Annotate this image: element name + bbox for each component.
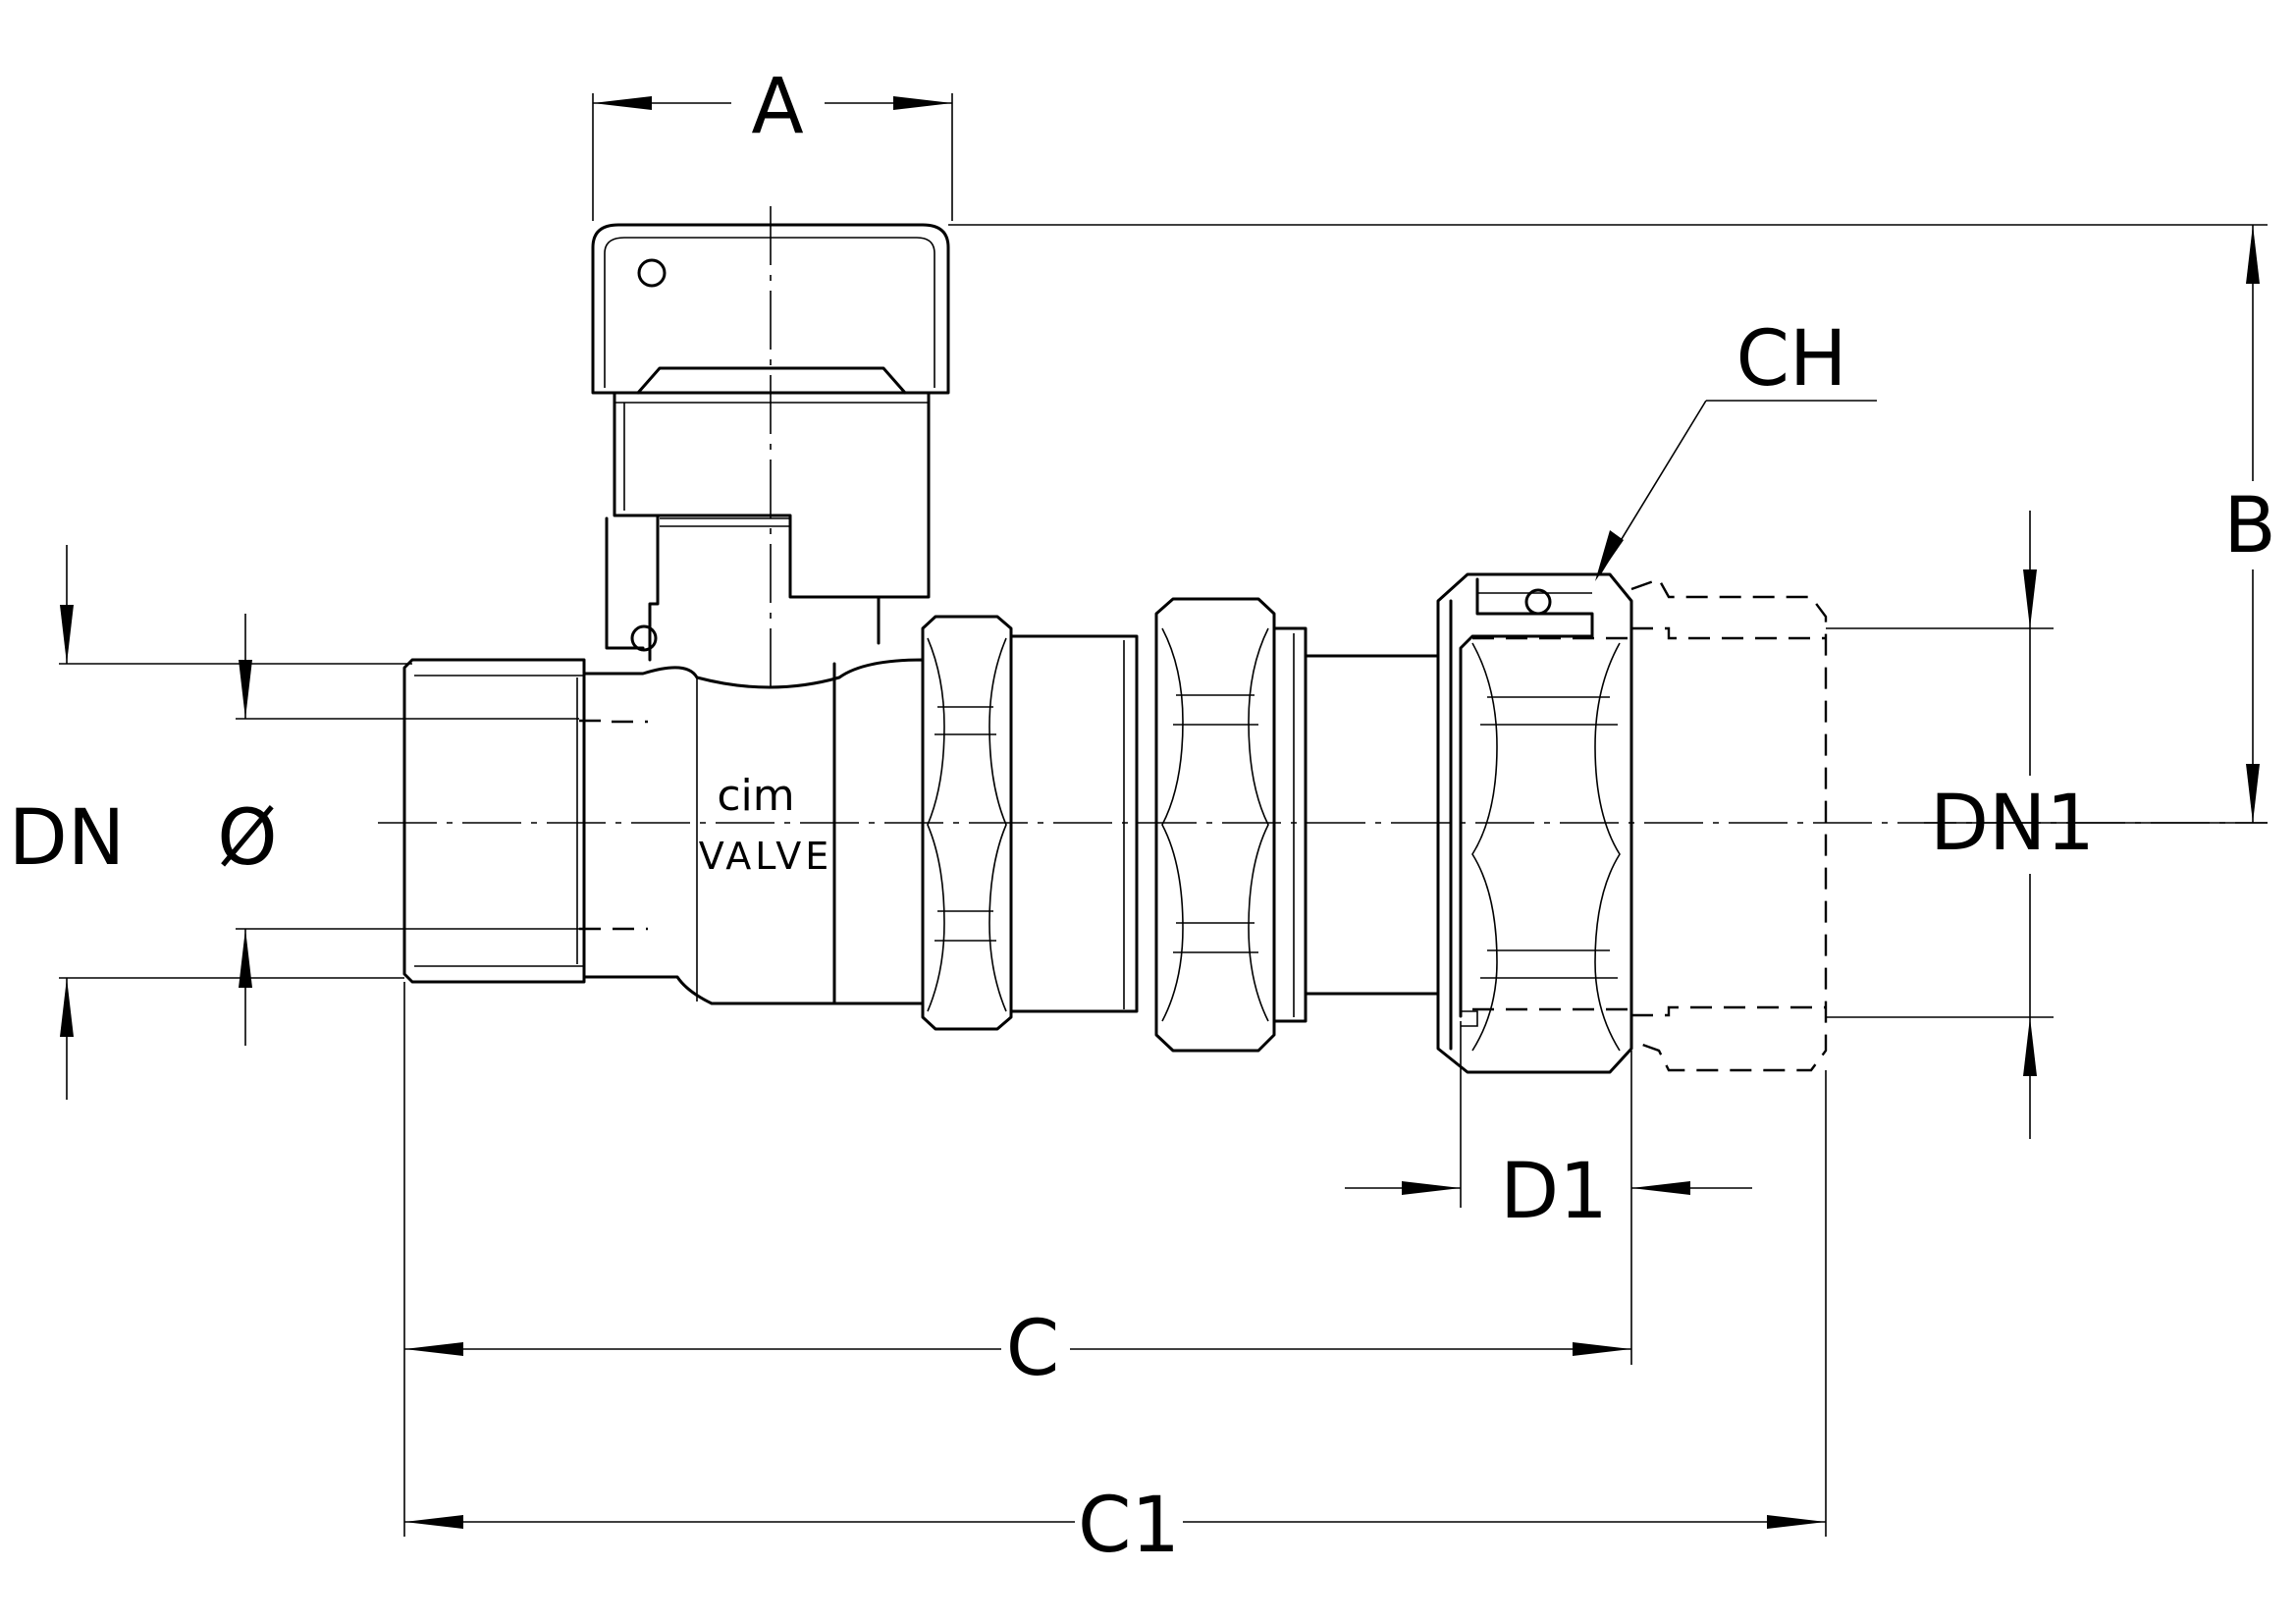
label-c: C bbox=[1006, 1305, 1059, 1393]
dimension-c: C bbox=[403, 982, 1631, 1537]
label-d1: D1 bbox=[1500, 1148, 1608, 1236]
union-nut bbox=[1436, 572, 1633, 1074]
dimension-dn: DN bbox=[9, 545, 412, 1100]
tail-pipe bbox=[1304, 654, 1440, 996]
brand-logo: cim bbox=[717, 771, 794, 821]
dimension-c1: C1 bbox=[404, 1070, 1827, 1570]
dimension-d1: D1 bbox=[1345, 1021, 1752, 1365]
dimension-b: B bbox=[948, 224, 2276, 824]
label-dn1: DN1 bbox=[1930, 780, 2095, 868]
coupling-sleeve bbox=[1009, 634, 1139, 1013]
union-screw-icon bbox=[1524, 588, 1552, 616]
lock-pin-icon bbox=[630, 624, 658, 652]
phantom-pipe bbox=[1472, 577, 1828, 1072]
dimension-phi: Ø bbox=[217, 614, 579, 1046]
label-dn: DN bbox=[9, 794, 125, 883]
label-a: A bbox=[751, 63, 803, 151]
brand-word: VALVE bbox=[699, 835, 833, 878]
label-c1: C1 bbox=[1078, 1482, 1180, 1570]
dimension-ch: CH bbox=[1595, 315, 1877, 581]
handle-screw-icon bbox=[637, 258, 667, 288]
dimension-dn1: DN1 bbox=[1826, 511, 2095, 1139]
label-phi: Ø bbox=[217, 794, 277, 883]
label-b: B bbox=[2223, 482, 2276, 570]
hex-nut-2 bbox=[1154, 597, 1308, 1053]
valve-handle bbox=[591, 223, 950, 662]
dimension-a: A bbox=[592, 63, 953, 221]
valve-body: cim VALVE bbox=[402, 658, 925, 1005]
label-ch: CH bbox=[1735, 315, 1846, 404]
hex-nut-1 bbox=[921, 615, 1013, 1031]
